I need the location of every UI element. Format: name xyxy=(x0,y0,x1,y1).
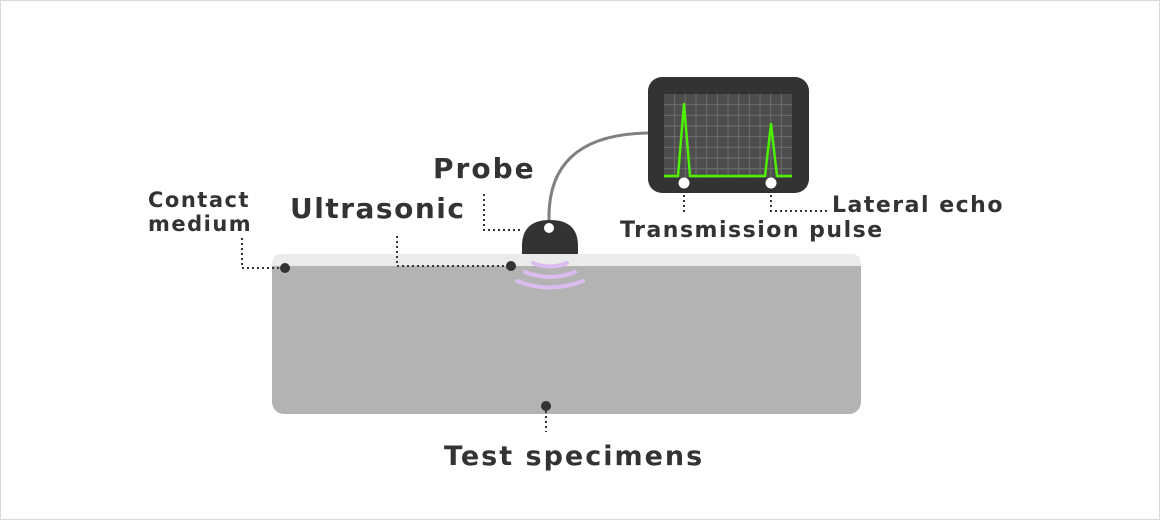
probe-icon xyxy=(522,220,578,254)
probe-label: Probe xyxy=(433,152,536,185)
contact-medium-leader xyxy=(241,238,285,269)
transmission-pulse-marker xyxy=(678,177,690,189)
lateral-echo-marker xyxy=(765,177,777,189)
ultrasonic-dot xyxy=(506,261,516,271)
probe-cable xyxy=(547,131,653,221)
test-specimen-block xyxy=(272,254,861,414)
monitor-icon xyxy=(648,77,809,193)
contact-medium-dot xyxy=(280,263,290,273)
contact-medium-label-line1: Contact xyxy=(148,188,250,212)
contact-medium-label: Contact medium xyxy=(148,188,252,236)
contact-medium-layer xyxy=(272,254,861,266)
test-specimens-label: Test specimens xyxy=(444,441,705,472)
probe-leader xyxy=(483,194,522,231)
transmission-pulse-label: Transmission pulse xyxy=(620,218,884,243)
test-specimens-dot xyxy=(541,401,551,411)
ultrasonic-label: Ultrasonic xyxy=(290,192,466,225)
ultrasonic-wave-icon xyxy=(515,261,585,290)
contact-medium-label-line2: medium xyxy=(148,212,253,236)
ultrasonic-leader xyxy=(396,236,511,267)
lateral-echo-leader xyxy=(770,190,828,212)
leader-lines xyxy=(241,190,828,432)
signal-trace xyxy=(664,102,792,178)
lateral-echo-label: Lateral echo xyxy=(832,193,1004,218)
